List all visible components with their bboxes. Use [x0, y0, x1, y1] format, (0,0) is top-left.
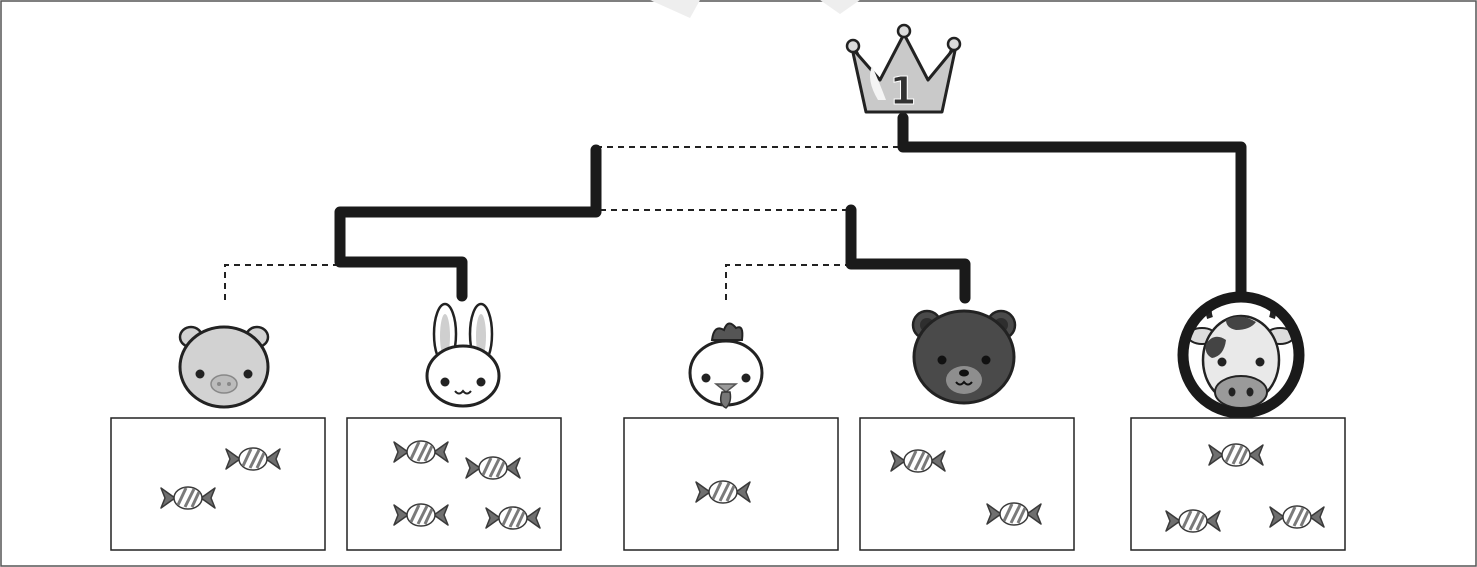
decor-smudge: [820, 0, 860, 14]
chick-icon: [688, 322, 764, 409]
candy-box-bear: [859, 417, 1075, 551]
candy-box-rabbit: [346, 417, 562, 551]
bracket-dashed-lines: [224, 146, 903, 300]
bear-icon: [911, 309, 1017, 405]
candy-box-pig: [110, 417, 326, 551]
rabbit-win-path: [334, 144, 602, 302]
decor-smudge: [650, 0, 700, 18]
cow-icon: [1177, 291, 1305, 419]
winner-ring: [1177, 291, 1305, 419]
rabbit-icon: [425, 302, 501, 408]
bear-win-path: [845, 204, 971, 304]
pig-loss-line: [224, 264, 338, 300]
chick-loss-line: [725, 264, 848, 300]
candy-box-chick: [623, 417, 839, 551]
bracket-winner-lines: [334, 112, 1247, 304]
candy-box-cow: [1130, 417, 1346, 551]
pig-icon: [178, 325, 270, 409]
cow-win-path: [897, 112, 1247, 304]
crown-rank-label: 1: [890, 69, 916, 113]
crown-icon: 1: [845, 23, 962, 114]
